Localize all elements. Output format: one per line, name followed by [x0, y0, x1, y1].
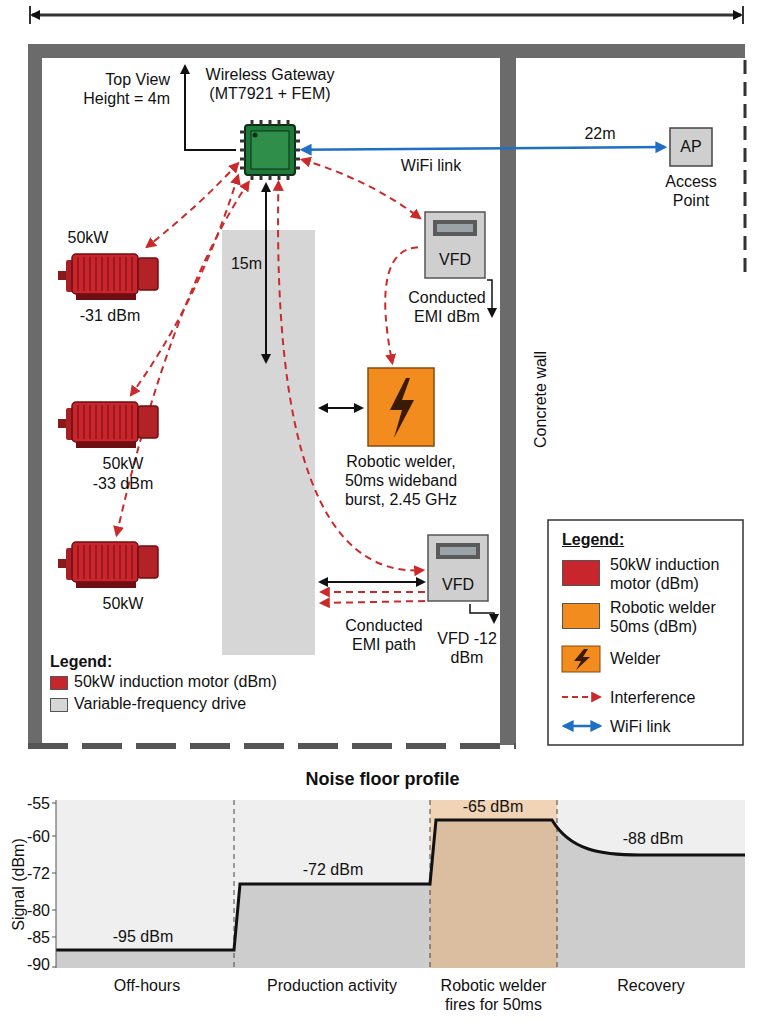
access-point-box: APAccess Point	[670, 128, 712, 166]
node-caption: Access Point	[656, 172, 726, 210]
node-caption: Wireless Gateway (MT7921 + FEM)	[190, 65, 350, 103]
text-label: Recovery	[557, 976, 745, 995]
text-label: -72	[6, 864, 50, 883]
text-label: Legend:	[50, 652, 130, 671]
text-label: 22m	[580, 124, 620, 143]
vfd-symbol	[425, 212, 485, 278]
legend-swatch	[50, 698, 68, 712]
y-ticks	[52, 803, 56, 967]
text-label: Noise floor profile	[0, 770, 765, 789]
text-label: 15m	[226, 254, 262, 273]
interference-sample	[562, 696, 600, 698]
welder-symbol	[368, 368, 434, 446]
legend-box	[548, 520, 743, 745]
motor-symbol	[58, 252, 162, 300]
legend-swatch	[50, 676, 68, 690]
vfd-box: VFDConducted EMI dBm	[425, 212, 485, 278]
chip-symbol	[245, 125, 295, 175]
noise-line	[56, 820, 745, 950]
text-label: -95 dBm	[100, 927, 186, 946]
welder-sample	[562, 646, 600, 672]
emi-path	[321, 601, 425, 603]
legend-text: Interference	[610, 688, 740, 707]
text-label: Off-hours	[60, 976, 234, 995]
text-label: Conducted EMI path	[335, 616, 433, 654]
induction-motor: 50kW	[58, 540, 162, 588]
rotated-label: Signal (dBm)	[9, 825, 28, 945]
distance-arrow	[265, 184, 267, 362]
noise-fill	[56, 820, 745, 968]
text-label: -88 dBm	[610, 829, 696, 848]
node-caption: -33 dBm	[78, 474, 168, 493]
lightning-symbol	[574, 649, 590, 670]
legend-text: 50kW induction motor (dBm)	[74, 672, 304, 691]
node-title: AP	[670, 137, 712, 156]
node-caption: 50kW	[78, 454, 168, 473]
text-label: Production activity	[234, 976, 430, 995]
distance-arrow	[320, 581, 424, 583]
text-label: -90	[6, 955, 50, 974]
induction-motor: 50kW-31 dBm	[58, 252, 162, 300]
distance-arrow	[320, 407, 362, 409]
node-caption: 50kW	[58, 228, 118, 247]
legend-swatch	[562, 603, 600, 629]
edge-label: WiFi link	[398, 156, 464, 175]
legend-text: Variable-frequency drive	[74, 694, 304, 713]
welder-highlight	[430, 800, 557, 968]
robotic-welder: Robotic welder, 50ms wideband burst, 2.4…	[368, 368, 434, 446]
y-axis	[56, 800, 57, 968]
interference-path	[147, 163, 238, 247]
node-caption: 50kW	[78, 594, 168, 613]
legend-text: WiFi link	[610, 717, 740, 736]
wifi-link	[302, 147, 665, 150]
left-wall	[28, 44, 42, 744]
bottom-wall	[28, 743, 516, 749]
emi-path	[321, 591, 425, 593]
vfd-band	[222, 230, 315, 655]
vfd-box: VFDVFD -12 dBm	[428, 535, 488, 601]
text-label: -72 dBm	[290, 860, 376, 879]
legend-text: Welder	[610, 649, 740, 668]
node-caption: -31 dBm	[58, 306, 162, 325]
leader-line	[487, 280, 492, 316]
text-label: -60	[6, 827, 50, 846]
text-label: -65 dBm	[450, 797, 536, 816]
motor-symbol	[58, 540, 162, 588]
motor-symbol	[58, 400, 162, 448]
node-caption: Conducted EMI dBm	[398, 288, 496, 326]
dimension-tick	[29, 6, 31, 24]
dimension-line	[32, 14, 741, 17]
right-wall	[744, 60, 747, 272]
text-label: -85	[6, 928, 50, 947]
node-caption: Robotic welder, 50ms wideband burst, 2.4…	[336, 452, 466, 509]
text-label: Robotic welder fires for 50ms	[430, 976, 557, 1014]
rotated-label: Concrete wall	[531, 340, 550, 460]
legend-text: Robotic welder 50ms (dBm)	[610, 598, 740, 636]
top-wall	[28, 44, 745, 58]
node-caption: VFD -12 dBm	[436, 629, 498, 667]
wifi-sample	[564, 725, 600, 728]
text-label: Top View Height = 4m	[70, 70, 170, 108]
node-title: VFD	[428, 575, 488, 594]
legend-text: 50kW induction motor (dBm)	[610, 555, 740, 593]
legend-swatch	[562, 560, 600, 586]
dimension-tick	[742, 6, 744, 24]
induction-motor: 50kW-33 dBm	[58, 400, 162, 448]
leader-line	[470, 604, 494, 622]
interference-path	[131, 176, 238, 395]
concrete-wall	[500, 58, 516, 745]
text-label: Legend:	[562, 530, 642, 549]
text-label: -80	[6, 901, 50, 920]
node-title: VFD	[425, 250, 485, 269]
text-label: -55	[6, 794, 50, 813]
gateway-chip: Wireless Gateway (MT7921 + FEM)	[245, 125, 295, 175]
plot-area	[56, 800, 745, 968]
